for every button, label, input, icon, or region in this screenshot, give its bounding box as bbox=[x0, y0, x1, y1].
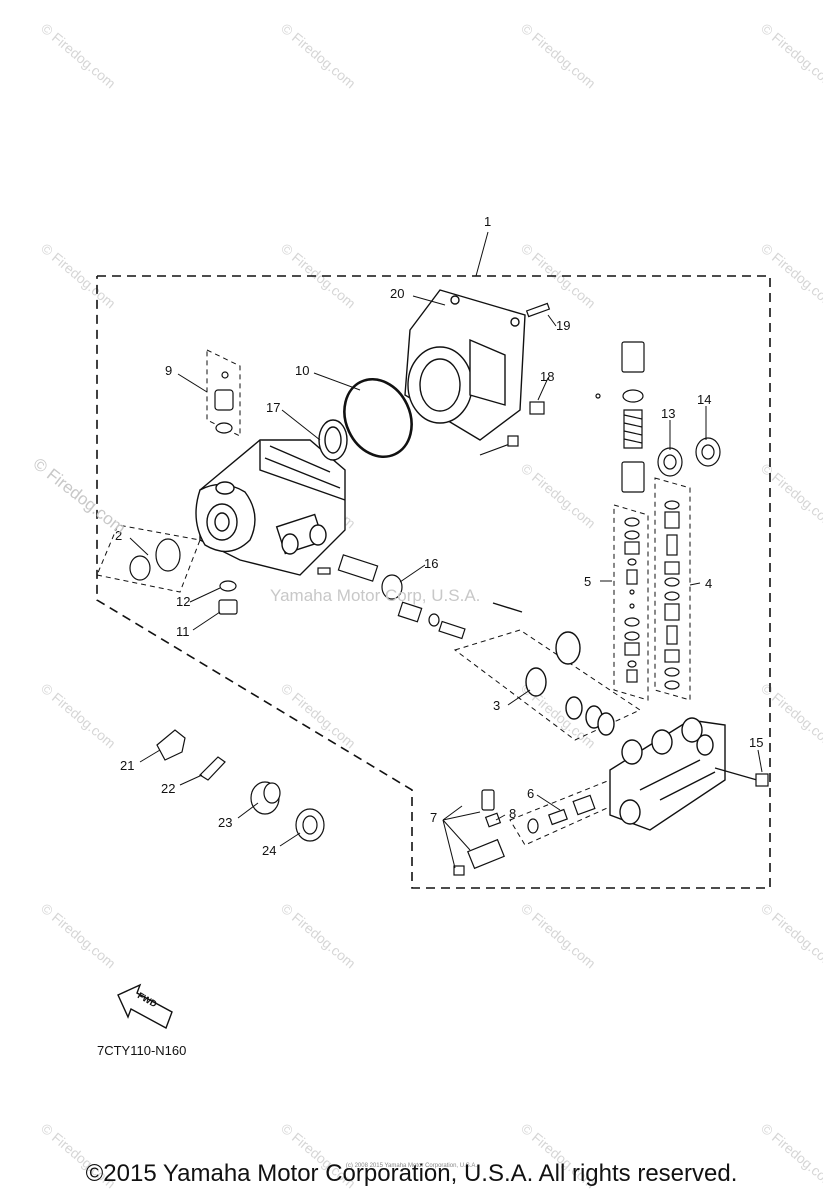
watermark-tile: © Firedog.com bbox=[38, 240, 119, 311]
accessory-22 bbox=[199, 756, 226, 781]
long-bolt bbox=[714, 767, 769, 787]
callout-3: 3 bbox=[493, 698, 500, 713]
watermark-tile: © Firedog.com bbox=[38, 680, 119, 751]
watermark-tile: © Firedog.com bbox=[758, 20, 823, 91]
watermark-tile: © Firedog.com bbox=[518, 20, 599, 91]
watermark-tile: © Firedog.com bbox=[758, 240, 823, 311]
accessory-24 bbox=[295, 808, 325, 842]
bolt bbox=[479, 401, 545, 456]
leaders bbox=[129, 295, 763, 869]
fwd-arrow-icon: FWD bbox=[117, 983, 173, 1029]
callout-19: 19 bbox=[556, 318, 570, 333]
watermark-tile: © Firedog.com bbox=[518, 240, 599, 311]
plug-13 bbox=[657, 447, 683, 477]
callout-16: 16 bbox=[424, 556, 438, 571]
packing-seals bbox=[492, 602, 615, 736]
kit-box-2 bbox=[96, 524, 201, 593]
watermark-tile: © Firedog.com bbox=[278, 900, 359, 971]
accessory-23 bbox=[250, 781, 281, 815]
callout-2: 2 bbox=[115, 528, 122, 543]
sight-glass bbox=[129, 538, 181, 581]
accessory-21 bbox=[156, 729, 186, 761]
crankcase bbox=[195, 439, 346, 576]
kit-box-9 bbox=[206, 349, 241, 437]
callout-4: 4 bbox=[705, 576, 712, 591]
callout-8: 8 bbox=[509, 806, 516, 821]
watermark-tile: © Firedog.com bbox=[518, 460, 599, 531]
callout-13: 13 bbox=[661, 406, 675, 421]
o-ring bbox=[343, 378, 413, 458]
watermark-tile: © Firedog.com bbox=[278, 240, 359, 311]
watermark-tile: © Firedog.com bbox=[278, 20, 359, 91]
callout-labels: 2 3 4 5 6 7 8 9 10 11 12 13 14 15 16 17 … bbox=[115, 286, 763, 858]
callout-23: 23 bbox=[218, 815, 232, 830]
drain-plug bbox=[218, 580, 238, 615]
side-watermark: © Firedog.com bbox=[30, 454, 130, 538]
callout-15: 15 bbox=[749, 735, 763, 750]
fine-print: (c) 2008 2015 Yamaha Motor Corporation, … bbox=[345, 1163, 478, 1169]
watermark-tile: © Firedog.com bbox=[758, 680, 823, 751]
callout-12: 12 bbox=[176, 594, 190, 609]
callout-21: 21 bbox=[120, 758, 134, 773]
kit-box-6 bbox=[509, 779, 626, 846]
center-watermark: Yamaha Motor Corp, U.S.A. bbox=[270, 586, 480, 605]
leader-1 bbox=[475, 231, 489, 277]
watermark-tile: © Firedog.com bbox=[758, 900, 823, 971]
kit-box-4 bbox=[654, 477, 691, 701]
valve-kit-5 bbox=[624, 517, 640, 683]
kit-box-5 bbox=[613, 504, 649, 701]
callout-1: 1 bbox=[484, 214, 491, 229]
diagram-code: 7CTY110-N160 bbox=[97, 1043, 186, 1058]
callout-6: 6 bbox=[527, 786, 534, 801]
valve-kit-4 bbox=[664, 500, 680, 690]
pump-head bbox=[609, 717, 726, 831]
watermark-tile: © Firedog.com bbox=[518, 900, 599, 971]
watermark-tile: © Firedog.com bbox=[38, 20, 119, 91]
callout-10: 10 bbox=[295, 363, 309, 378]
dowel-pin bbox=[525, 302, 551, 318]
assembly-boundary bbox=[96, 275, 771, 889]
copyright-notice: ©2015 Yamaha Motor Corporation, U.S.A. A… bbox=[85, 1160, 738, 1187]
plug-14 bbox=[695, 437, 721, 467]
callout-18: 18 bbox=[540, 369, 554, 384]
unloader-valve bbox=[595, 341, 645, 493]
callout-22: 22 bbox=[161, 781, 175, 796]
callout-14: 14 bbox=[697, 392, 711, 407]
callout-9: 9 bbox=[165, 363, 172, 378]
fittings bbox=[453, 789, 596, 876]
flange bbox=[404, 289, 526, 441]
callout-11: 11 bbox=[176, 624, 190, 639]
callout-7: 7 bbox=[430, 810, 437, 825]
callout-20: 20 bbox=[390, 286, 404, 301]
watermark-tile: © Firedog.com bbox=[38, 900, 119, 971]
breather-cap bbox=[214, 371, 234, 434]
callout-24: 24 bbox=[262, 843, 276, 858]
piston-rod bbox=[317, 554, 466, 640]
watermark-tile: © Firedog.com bbox=[758, 460, 823, 531]
oil-seal bbox=[318, 419, 348, 461]
kit-box-3 bbox=[453, 629, 642, 741]
callout-5: 5 bbox=[584, 574, 591, 589]
callout-17: 17 bbox=[266, 400, 280, 415]
